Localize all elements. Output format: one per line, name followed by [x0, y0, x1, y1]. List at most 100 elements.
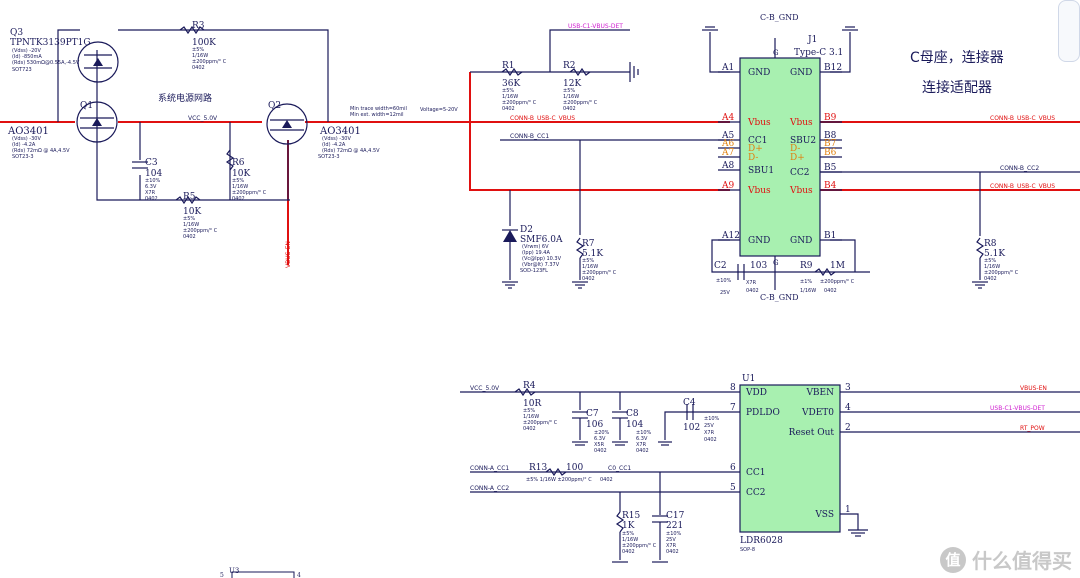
q3-mosfet: Q3 TPNTK3139PT1G (Vdss) -20V (Id) -850mA…	[10, 28, 119, 83]
u3-pin4: 4	[297, 572, 301, 578]
c17-spec-0: ±10%	[666, 531, 682, 537]
ground-symbol-divider	[629, 62, 639, 82]
j1-pin-A5-label: CC1	[748, 136, 768, 146]
c17-pkg: 0402	[666, 549, 679, 555]
j1-pin-A1-num: A1	[721, 63, 734, 73]
r2-pkg: 0402	[563, 106, 576, 112]
r13-ref: R13	[529, 463, 548, 473]
q2-mosfet: Q2 AO3401 (Vdss) -30V (Id) -4.2A (Rds) 7…	[266, 101, 380, 160]
d2-spec-3: (Vbr@It) 7.37V	[522, 262, 560, 268]
r2-spec-0: ±5%	[563, 88, 575, 94]
d2-spec-0: (Vrwm) 6V	[522, 244, 549, 250]
r5-pkg: 0402	[183, 234, 196, 240]
r3-resistor: R3 100K ±5% 1/16W ±200ppm/° C 0402	[179, 21, 227, 71]
r7-ref: R7	[582, 239, 595, 249]
q1-part: AO3401	[7, 126, 49, 137]
q3-pkg: SOT723	[12, 67, 32, 73]
q1-mosfet: Q1 AO3401 (Vdss) -30V (Id) -4.2A (Rds) 7…	[7, 101, 118, 160]
j1-pin-A4-label: Vbus	[747, 118, 771, 128]
r2-value: 12K	[563, 79, 581, 89]
r1-spec-2: ±200ppm/° C	[502, 100, 537, 106]
r5-spec-1: 1/16W	[183, 222, 199, 228]
j1-pin-A12-num: A12	[721, 231, 740, 241]
c2-spec-1: 25V	[720, 290, 730, 296]
r9-resistor: R9 1M ±1% 1/16W ±200ppm/° C 0402	[800, 261, 855, 294]
rail-vbus-a9	[469, 122, 730, 191]
d2-ref: D2	[520, 225, 533, 235]
j1-pin-A6-num: A6	[721, 139, 734, 149]
j1-shield-bottom: G	[773, 259, 779, 267]
b1-wire	[830, 239, 856, 272]
c2-ref: C2	[714, 261, 727, 271]
power-switch-section: Q3 TPNTK3139PT1G (Vdss) -20V (Id) -850mA…	[0, 21, 1080, 268]
u1-part: LDR6028	[740, 536, 783, 546]
r7-resistor: R7 5.1K ±5% 1/16W ±200ppm/° C 0402	[572, 237, 617, 289]
r4-resistor: R4 10R ±5% 1/16W ±200ppm/° C 0402	[514, 381, 558, 432]
c7-spec-0: ±20%	[594, 430, 610, 436]
j1-pin-B4-label: Vbus	[789, 186, 813, 196]
r4-pkg: 0402	[523, 426, 536, 432]
d2-tvs-diode: D2 SMF6.0A (Vrwm) 6V (Ipp) 19.4A (Vc@Ipp…	[502, 190, 563, 289]
r15-value: 1K	[622, 521, 635, 531]
scrollbar[interactable]	[1058, 0, 1080, 62]
cb-gnd-top: C-B_GND	[760, 13, 799, 22]
c2-spec-0: ±10%	[716, 278, 732, 284]
c2-capacitor: C2 103 ±10% 25V X7R 0402	[714, 261, 767, 296]
c4-ref: C4	[683, 398, 696, 408]
u1-conn-cc1-label: CONN-A_CC1	[470, 465, 509, 472]
j1-pin-B5-num: B5	[824, 163, 837, 173]
min-trace-label: Min trace width=60mil	[350, 106, 407, 112]
r5-spec-0: ±5%	[183, 216, 195, 222]
r7-pkg: 0402	[582, 276, 595, 282]
j1-pin-B7-label: D-	[790, 144, 800, 154]
c8-spec-1: 6.3V	[636, 436, 648, 442]
r15-resistor: R15 1K ±5% 1/16W ±200ppm/° C 0402	[612, 511, 657, 563]
j1-pin-B1-label: GND	[790, 236, 812, 246]
u1-pin-5-num: 5	[730, 483, 736, 493]
j1-pin-A7-label: D-	[748, 153, 758, 163]
vcc-label: VCC_5.0V	[188, 115, 218, 122]
pdldo-wire	[664, 411, 740, 440]
u3-pin5: 5	[220, 572, 224, 578]
q2-pkg: SOT23-3	[318, 154, 340, 160]
u1-ref: U1	[742, 374, 755, 384]
conn-cc1-label: CONN-B_CC1	[510, 133, 549, 140]
r15-spec-0: ±5%	[622, 531, 634, 537]
r13-pkg: 0402	[600, 477, 613, 483]
c17-value: 221	[666, 521, 683, 531]
r15-spec-1: 1/16W	[622, 537, 638, 543]
q3-left-wire	[57, 29, 80, 122]
q1-ref: Q1	[80, 101, 93, 111]
c4-value: 102	[683, 423, 700, 433]
r1-value: 36K	[502, 79, 520, 89]
watermark: 值 什么值得买	[940, 545, 1072, 574]
conn-vbus-label-b9: CONN-B_USB-C_VBUS	[990, 115, 1055, 122]
r6-pkg: 0402	[232, 196, 245, 202]
j1-gnd-right	[830, 26, 858, 73]
r7-value: 5.1K	[582, 249, 603, 259]
power-path-label: 系统电源网路	[158, 92, 212, 104]
conn-cc2-label: CONN-B_CC2	[1000, 165, 1039, 172]
q3-spec-1: (Id) -850mA	[12, 54, 42, 60]
q1-spec-2: (Rds) 72mΩ @ 4A,4.5V	[12, 148, 70, 154]
r1-resistor: R1 36K ±5% 1/16W ±200ppm/° C 0402	[501, 61, 537, 112]
c8-spec-2: X7R	[636, 442, 647, 448]
j1-pin-B12-label: GND	[790, 68, 812, 78]
r5-spec-2: ±200ppm/° C	[183, 228, 218, 234]
j1-pin-A9-label: Vbus	[747, 186, 771, 196]
r2-resistor: R2 12K ±5% 1/16W ±200ppm/° C 0402	[563, 61, 598, 112]
u1-ground-symbol	[848, 529, 868, 537]
min-ext-label: Min ext. width=12mil	[350, 112, 404, 118]
gate-wire	[96, 50, 290, 201]
j1-pin-A8-num: A8	[721, 161, 734, 171]
c8-capacitor: C8 104 ±10% 6.3V X7R 0402	[612, 409, 652, 454]
r8-value: 5.1K	[984, 249, 1005, 259]
r7-spec-1: 1/16W	[582, 264, 598, 270]
u1-det-label: USB-C1-VBUS-DET	[990, 405, 1045, 412]
r9-pkg: 0402	[824, 288, 837, 294]
c2-value: 103	[750, 261, 767, 271]
j1-pin-A9-num: A9	[721, 181, 734, 191]
d2-spec-1: (Ipp) 19.4A	[522, 250, 550, 256]
c8-spec-0: ±10%	[636, 430, 652, 436]
r1-pkg: 0402	[502, 106, 515, 112]
